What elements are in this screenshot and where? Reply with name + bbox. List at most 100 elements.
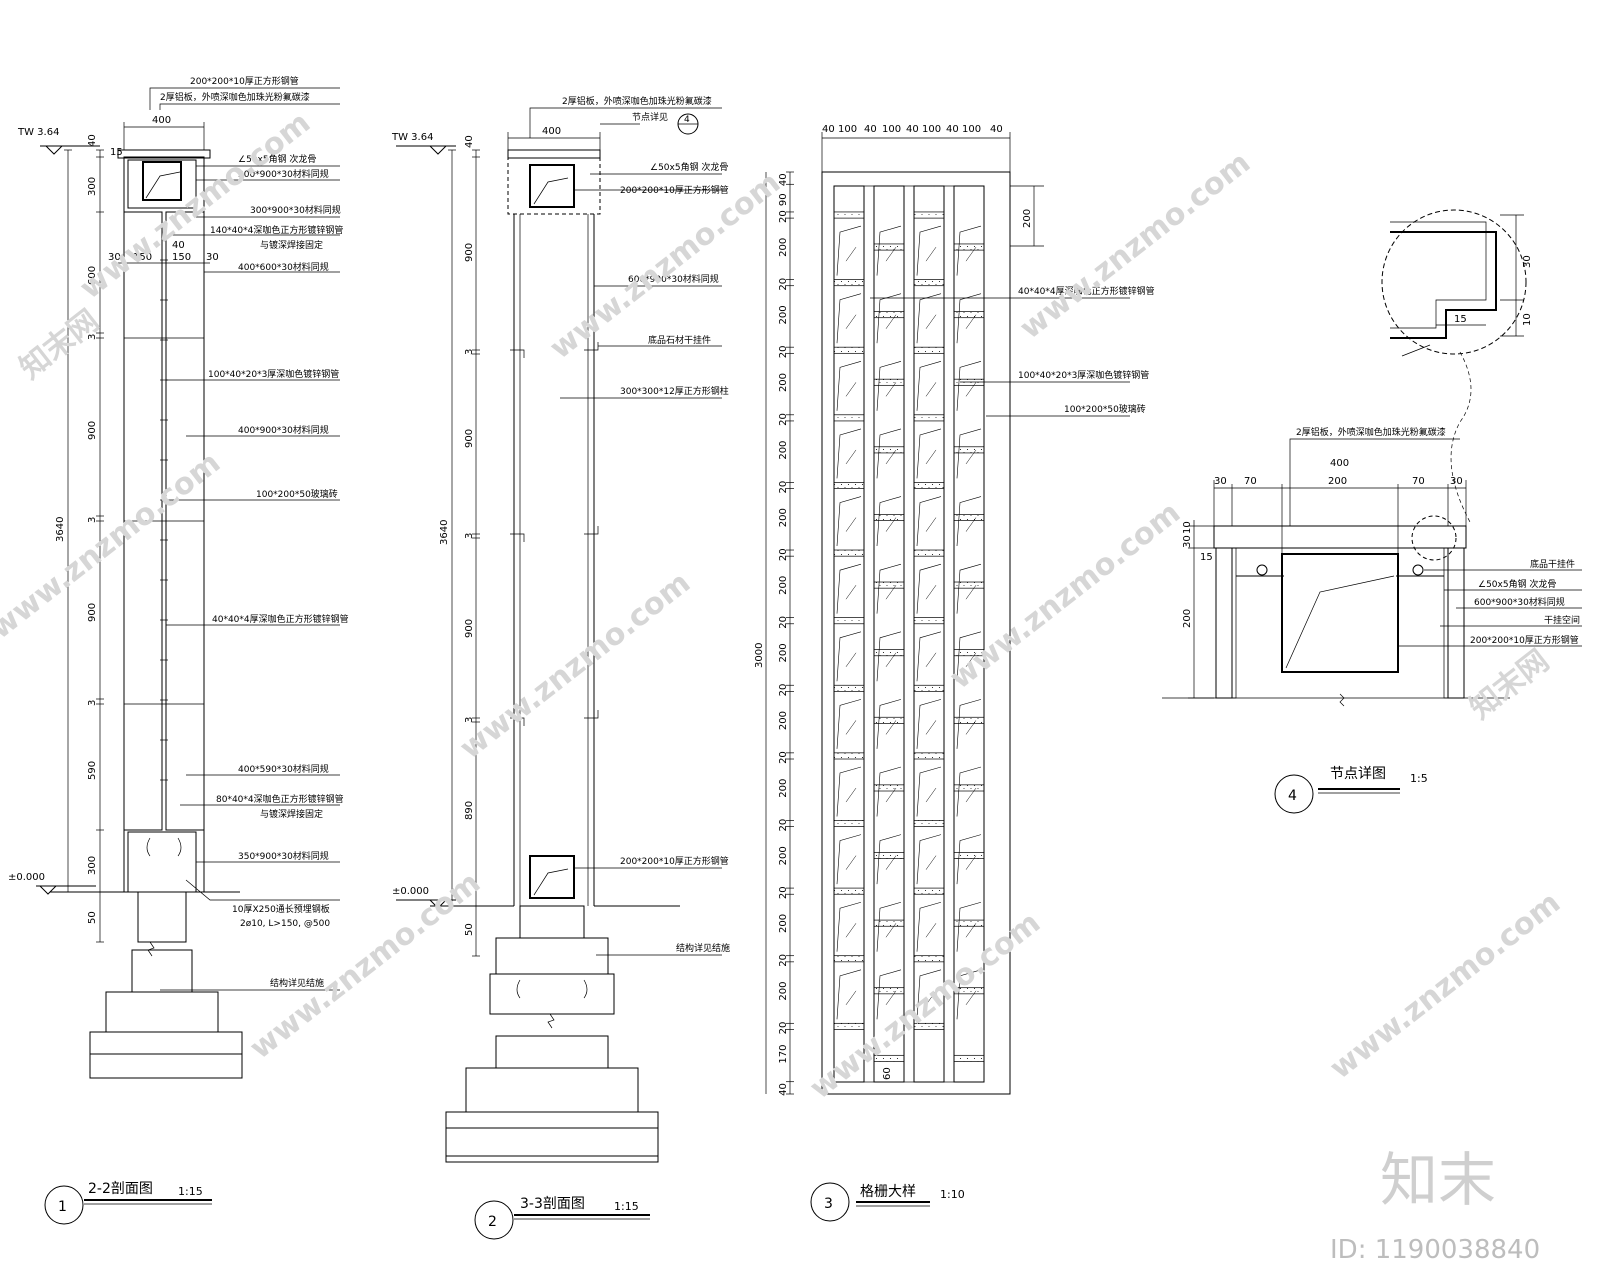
- note-2-5: 300*300*12厚正方形钢柱: [620, 385, 729, 397]
- note-2-2: 200*200*10厚正方形钢管: [620, 184, 729, 196]
- section-3-labels: 40 100 40 100 40 100 40 100 40 409020200…: [754, 124, 1155, 1222]
- note-1-3: 300*900*30材料同规: [238, 168, 329, 180]
- glass-brick-hatch: [925, 855, 937, 870]
- glass-brick-hatch: [845, 990, 857, 1006]
- dim-4-v0: 10: [1182, 521, 1193, 534]
- glass-brick-hatch: [965, 517, 977, 532]
- dim-3-h0: 40: [822, 124, 835, 135]
- note-4-1: 底品干挂件: [1530, 558, 1575, 570]
- glass-brick: [836, 834, 862, 885]
- section-4-scale: 1:5: [1410, 772, 1428, 785]
- glass-brick-hatch: [965, 314, 977, 329]
- grid-separator: [833, 752, 865, 760]
- glass-brick-hatch: [885, 517, 897, 532]
- grid-separator: [913, 211, 945, 219]
- glass-brick-hatch: [965, 449, 977, 465]
- glass-brick-hatch: [925, 246, 937, 262]
- dim-2-v4: 3: [464, 533, 475, 539]
- note-1-15: 350*900*30材料同规: [238, 850, 329, 862]
- dim-3-h5: 100: [922, 124, 941, 135]
- glass-brick: [836, 563, 862, 614]
- grid-separator: [873, 514, 905, 521]
- dim-3-v9: 200: [778, 441, 789, 460]
- dim-3-v28: 40: [778, 1083, 789, 1096]
- dim-3-h4: 40: [906, 124, 919, 135]
- dim-3-h2: 40: [864, 124, 877, 135]
- grid-separator: [913, 955, 945, 963]
- dim-3-v26: 20: [778, 1022, 789, 1035]
- grid-separator: [913, 279, 945, 287]
- dim-2-v0: 40: [464, 135, 475, 148]
- grid-separator: [913, 549, 945, 557]
- glass-brick-hatch: [925, 652, 937, 667]
- watermark-id: ID: 1190038840: [1330, 1235, 1540, 1265]
- glass-brick: [876, 428, 902, 479]
- grid-separator: [953, 716, 985, 724]
- dim-1-h6: 40: [172, 240, 185, 251]
- grid-separator: [873, 784, 905, 792]
- dim-3-v21: 200: [778, 846, 789, 865]
- glass-brick: [956, 834, 982, 885]
- glass-brick: [916, 969, 942, 1020]
- grid-separator: [833, 482, 865, 489]
- glass-brick-hatch: [925, 517, 937, 532]
- glass-brick-hatch: [965, 585, 977, 600]
- section-3-marker: [810, 1182, 850, 1222]
- circle-dim-1: 10: [1522, 313, 1533, 326]
- note-1-9: 400*900*30材料同规: [238, 424, 329, 436]
- glass-brick-hatch: [885, 314, 897, 329]
- grid-separator: [953, 649, 985, 657]
- glass-brick: [836, 699, 862, 749]
- dim-3-v12: 20: [778, 548, 789, 561]
- glass-brick-hatch: [845, 585, 857, 600]
- dim-1-h5: 30: [206, 252, 219, 263]
- watermark-site-5: www.znzmo.com: [453, 565, 697, 766]
- glass-brick: [916, 496, 942, 547]
- glass-brick: [956, 293, 982, 344]
- section-3-drawing: [765, 132, 1130, 1095]
- section-1-labels: TW 3.64 ±0.000 200*200*10厚正方形钢管 2厚铝板，外喷深…: [8, 75, 349, 1225]
- circle-dim-2: 15: [1454, 314, 1467, 325]
- dim-1-v7: 3: [87, 700, 98, 706]
- dim-3-v2: 20: [778, 210, 789, 223]
- section-4-labels: 2厚铝板，外喷深咖色加珠光粉氟碳漆 底品干挂件 ∠50x5角钢 次龙骨 600*…: [1182, 255, 1580, 814]
- section-3-scale: 1:10: [940, 1188, 965, 1201]
- dim-3-v22: 20: [778, 886, 789, 899]
- watermark-site-7: www.znzmo.com: [243, 865, 487, 1066]
- grid-separator: [833, 955, 865, 963]
- glass-brick: [836, 225, 862, 276]
- dim-1-total: 3640: [55, 517, 66, 542]
- watermark-site-6: www.znzmo.com: [943, 495, 1187, 696]
- dim-3-total: 3000: [754, 643, 765, 668]
- note-1-5: 140*40*4深咖色正方形镀锌钢管: [210, 224, 343, 236]
- dim-3-v10: 20: [778, 481, 789, 494]
- glass-brick: [916, 563, 942, 614]
- grid-separator: [953, 581, 985, 589]
- glass-brick: [876, 901, 902, 952]
- glass-brick-hatch: [965, 990, 977, 1006]
- glass-brick-hatch: [925, 585, 937, 600]
- glass-brick: [836, 766, 862, 817]
- glass-brick: [916, 766, 942, 817]
- grid-separator: [833, 1022, 865, 1030]
- glass-brick-hatch: [845, 382, 857, 397]
- glass-brick-hatch: [885, 585, 897, 600]
- dim-3-v4: 20: [778, 278, 789, 291]
- level-ground-1: ±0.000: [8, 872, 45, 883]
- dim-4-h2: 70: [1244, 476, 1257, 487]
- glass-brick-hatch: [845, 449, 857, 465]
- grid-separator: [833, 279, 865, 287]
- glass-brick: [836, 969, 862, 1020]
- glass-brick-hatch: [845, 923, 857, 938]
- dim-3-v3: 200: [778, 238, 789, 257]
- glass-brick: [916, 834, 942, 885]
- grid-separator: [913, 820, 945, 827]
- glass-brick-hatch: [845, 314, 857, 329]
- dim-1-h0: 400: [152, 115, 171, 126]
- glass-brick-hatch: [965, 855, 977, 870]
- dim-4-v2: 15: [1200, 552, 1213, 563]
- glass-brick: [956, 631, 982, 682]
- dim-1-v10: 50: [87, 911, 98, 924]
- section-1-marker: [44, 1185, 84, 1225]
- glass-brick: [836, 631, 862, 682]
